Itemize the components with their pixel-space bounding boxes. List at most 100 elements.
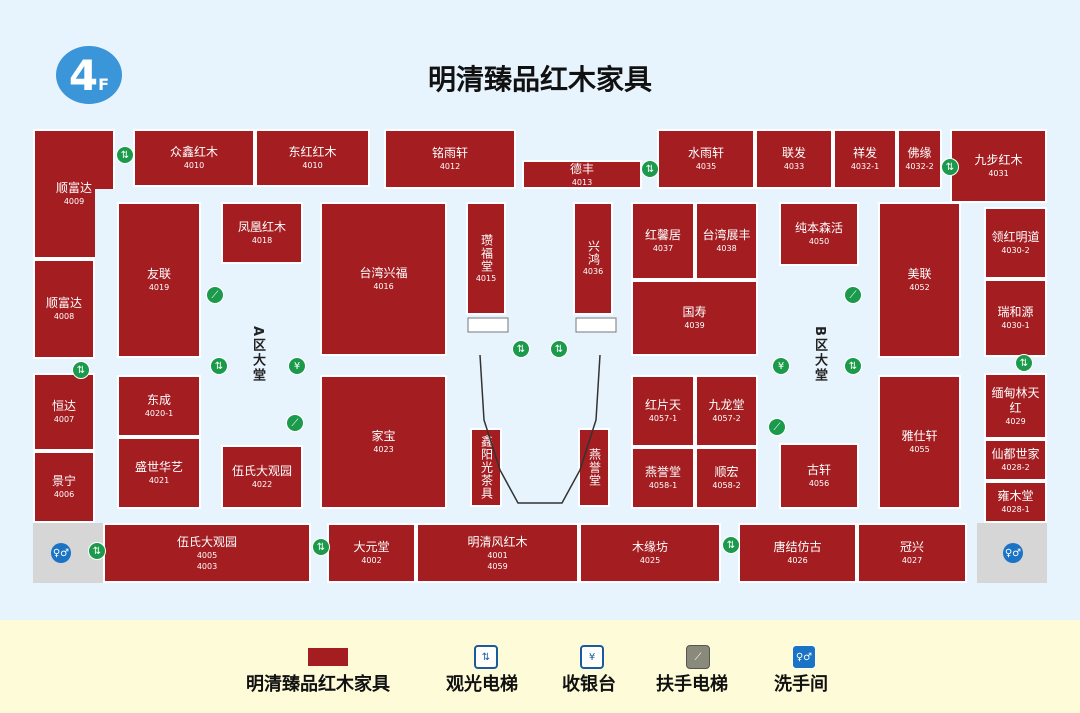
store-code: 4015: [475, 273, 497, 283]
elevator-car-right: [575, 317, 617, 333]
escalator-icon[interactable]: ⟋: [844, 286, 862, 304]
legend-store-swatch: [308, 648, 348, 666]
store-code: 4010: [302, 161, 323, 170]
store-name: 冠兴: [899, 540, 924, 554]
floor-number: 4: [68, 50, 99, 100]
store-code: 4012: [439, 162, 461, 171]
store--xyc[interactable]: 鑫阳光茶具: [470, 428, 502, 507]
cashier-icon[interactable]: ¥: [772, 357, 790, 375]
floor-badge: 4 F: [56, 46, 122, 104]
store-code: 4018: [251, 236, 273, 245]
store-name: 唐结仿古: [773, 540, 822, 554]
store-name: 美联: [907, 267, 932, 281]
elevator-icon[interactable]: ⇅: [941, 158, 959, 176]
store-name: 联发: [781, 146, 806, 160]
store-name: 燕誉堂: [644, 465, 681, 479]
elevator-icon[interactable]: ⇅: [844, 357, 862, 375]
store-4012[interactable]: 铭雨轩 4012: [384, 129, 516, 189]
store-code: 4028-1: [1001, 505, 1030, 514]
store-code: 4019: [148, 283, 170, 292]
store-code: 4030-2: [1001, 246, 1030, 255]
store-4030-2[interactable]: 领红明道 4030-2: [984, 207, 1047, 279]
store-name: 顺宏: [714, 465, 739, 479]
elevator-icon[interactable]: ⇅: [116, 146, 134, 164]
elevator-icon[interactable]: ⇅: [550, 340, 568, 358]
store-name: 家宝: [371, 429, 396, 443]
store-code: 4032-2: [905, 162, 934, 171]
store-name: 领红明道: [991, 230, 1040, 244]
store-4025[interactable]: 木缘坊 4025: [579, 523, 721, 583]
store-name: 燕誉堂: [587, 448, 602, 487]
elevator-car-left: [467, 317, 509, 333]
store-code: 4036: [582, 267, 604, 276]
store-name: 铭雨轩: [431, 146, 468, 160]
cashier-icon[interactable]: ¥: [288, 357, 306, 375]
store-4057-2[interactable]: 九龙堂 4057-2: [695, 375, 758, 447]
lobby-a-label: A区大堂: [250, 326, 265, 384]
elevator-icon[interactable]: ⇅: [88, 542, 106, 560]
escalator-icon[interactable]: ⟋: [286, 414, 304, 432]
store-code: 4008: [53, 312, 75, 321]
elevator-icon[interactable]: ⇅: [210, 357, 228, 375]
store-name: 恒达: [51, 399, 76, 413]
escalator-icon: ⟋: [686, 645, 710, 669]
escalator-icon[interactable]: ⟋: [768, 418, 786, 436]
floor-suffix: F: [98, 74, 110, 94]
store-code-secondary: 4003: [196, 561, 218, 571]
elevator-icon[interactable]: ⇅: [641, 160, 659, 178]
elevator-icon[interactable]: ⇅: [1015, 354, 1033, 372]
elevator-icon[interactable]: ⇅: [512, 340, 530, 358]
store-name: 九龙堂: [708, 398, 745, 412]
store-name: 雅仕轩: [901, 429, 938, 443]
elevator-icon[interactable]: ⇅: [312, 538, 330, 556]
store-name: 木缘坊: [631, 540, 668, 554]
store-code: 4057-2: [712, 414, 741, 423]
elevator-icon[interactable]: ⇅: [722, 536, 740, 554]
store-code: 4050: [808, 237, 830, 246]
store-code: 4021: [148, 476, 170, 485]
store--yyt[interactable]: 燕誉堂: [578, 428, 610, 507]
store-code: 4025: [639, 556, 661, 565]
store-code: 4038: [716, 244, 737, 253]
elevator-icon[interactable]: ⇅: [72, 361, 90, 379]
store-code: 4022: [251, 480, 273, 489]
escalator-icon[interactable]: ⟋: [206, 286, 224, 304]
